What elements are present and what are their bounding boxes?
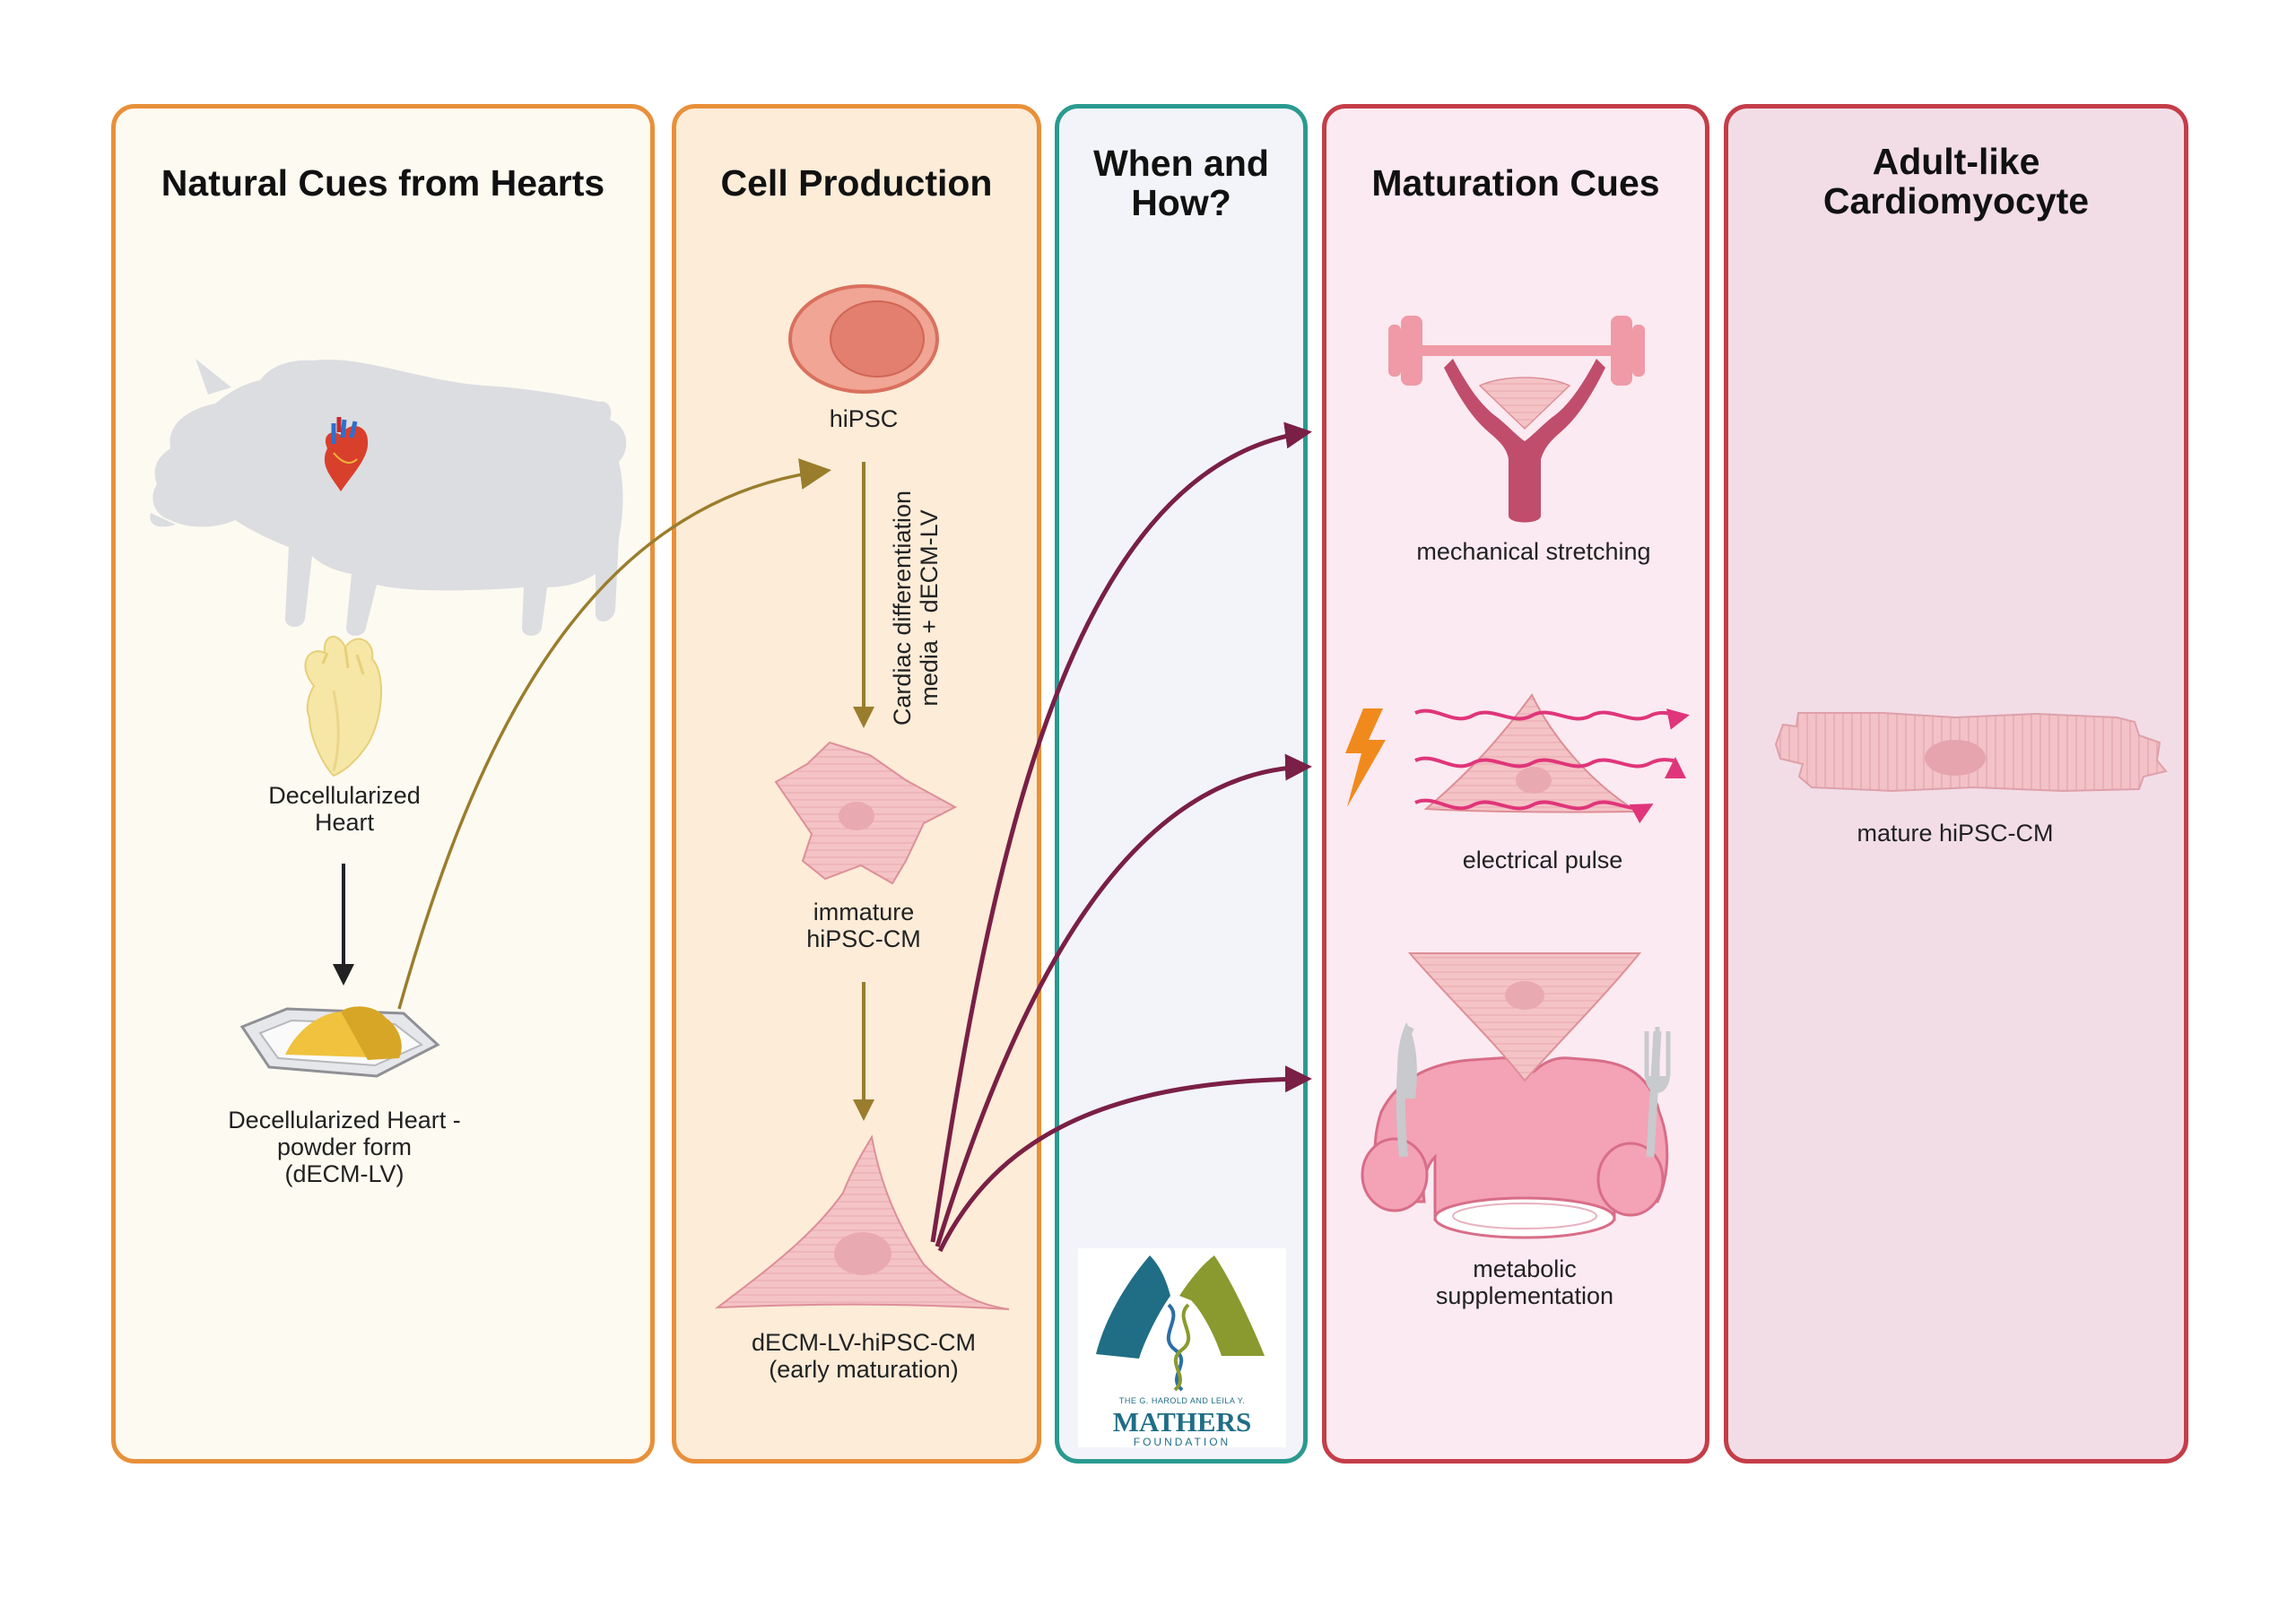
immature-cm-icon [774, 741, 958, 885]
label-early-maturation: dECM-LV-hiPSC-CM (early maturation) [751, 1329, 977, 1383]
label-immature-cm: immature hiPSC-CM [806, 899, 921, 952]
mathers-foundation-logo: THE G. HAROLD AND LEILA Y. MATHERS FOUND… [1078, 1248, 1286, 1448]
mature-cm-icon [1774, 712, 2168, 793]
label-mechanical-stretching: mechanical stretching [1416, 538, 1651, 565]
label-decellularized-heart: Decellularized Heart [268, 782, 421, 836]
title-when-how: When and How? [1093, 143, 1269, 223]
arrow-hipsc-to-immature [853, 462, 874, 728]
logo-tagline: THE G. HAROLD AND LEILA Y. [1119, 1396, 1245, 1405]
powder-tray-icon [239, 1006, 440, 1078]
early-maturation-cm-icon [714, 1134, 1010, 1310]
hipsc-cell-icon [788, 284, 939, 394]
decellularized-heart-icon [304, 636, 383, 777]
label-diff-media: Cardiac differentiation media + dECM-LV [889, 490, 943, 726]
arrow-to-electrical [935, 753, 1312, 1247]
heart-icon [324, 417, 369, 491]
label-electrical-pulse: electrical pulse [1462, 847, 1623, 873]
pulse-waves-icon [1414, 708, 1690, 824]
title-adult-like: Adult-like Cardiomyocyte [1822, 141, 2090, 222]
logo-sub: FOUNDATION [1134, 1436, 1231, 1448]
eating-person-icon [1361, 952, 1671, 1239]
title-cell-production: Cell Production [720, 162, 993, 204]
label-powder-form: Decellularized Heart - powder form (dECM… [228, 1107, 461, 1187]
arrow-powder-to-hipsc [397, 458, 831, 1010]
label-mature-cm: mature hiPSC-CM [1857, 820, 2054, 847]
arrow-heart-to-powder [333, 864, 354, 986]
label-metabolic-supplementation: metabolic supplementation [1435, 1255, 1614, 1309]
arrow-immature-to-early [853, 982, 874, 1121]
title-natural-cues: Natural Cues from Hearts [161, 162, 605, 204]
lightning-bolt-icon [1345, 708, 1386, 807]
panel-when-how [1055, 104, 1308, 1464]
label-hipsc: hiPSC [829, 405, 899, 432]
title-maturation-cues: Maturation Cues [1371, 162, 1660, 204]
panel-natural-cues [111, 104, 655, 1464]
logo-name: MATHERS [1113, 1406, 1251, 1438]
pig-icon [150, 359, 627, 636]
arrow-to-metabolic [937, 1065, 1312, 1253]
barbell-icon [1388, 316, 1645, 523]
arrow-to-mechanical [930, 421, 1312, 1243]
